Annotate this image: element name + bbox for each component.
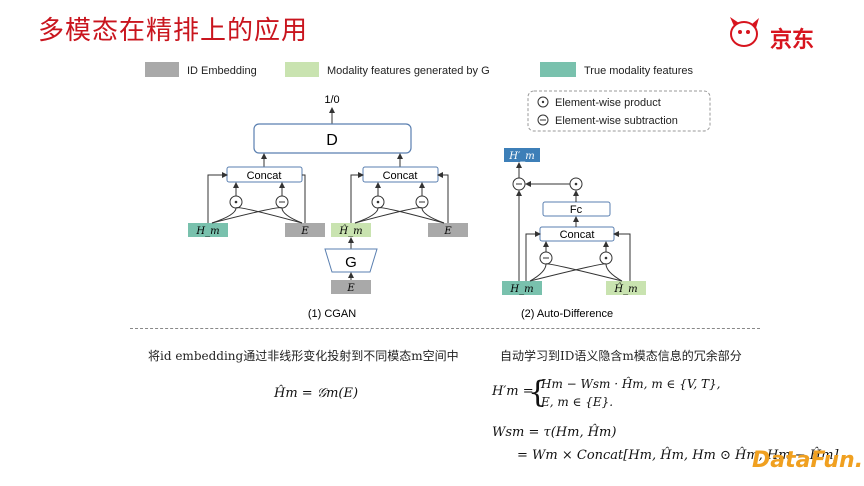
generator-label: G: [345, 254, 357, 271]
section-divider: [130, 328, 760, 329]
equation-weight-expansion: = Wm × Concat[Hm, Ĥm, Hm ⊙ Ĥm, Hm − Ĥm]: [517, 448, 839, 463]
legend-product-label: Element-wise product: [555, 97, 661, 109]
autodiff-hm-label: H_m: [509, 284, 533, 295]
cgan-hm-box: [188, 223, 228, 237]
discriminator-label: D: [326, 132, 338, 149]
discriminator-box: [253, 123, 412, 154]
autodiff-concat-label: Concat: [560, 229, 595, 241]
equation-generator: Ĥm = 𝒢m(E): [274, 386, 359, 401]
datafun-logo: DataFun.: [752, 448, 864, 473]
fc-label: Fc: [570, 204, 583, 216]
cgan-e-box-left: [285, 223, 325, 237]
cgan-e-label-left: E: [300, 226, 309, 237]
cgan-e-label-bottom: E: [346, 283, 355, 294]
autodiff-hm-box: [502, 281, 542, 295]
legend-swatch-id: [145, 62, 179, 77]
cgan-e-box-bottom: [331, 280, 371, 294]
equation-case-1: Hm − Wsm · Ĥm, m ∈ {V, T},: [541, 377, 721, 391]
equation-case-2: E, m ∈ {E}.: [541, 395, 614, 409]
generator-trapezoid: [324, 248, 378, 273]
equation-brace: {: [528, 375, 548, 410]
equation-autodiff-lhs: H′m =: [492, 384, 534, 399]
legend-swatch-generated: [285, 62, 319, 77]
autodiff-caption: (2) Auto-Difference: [521, 308, 613, 320]
legend-label-id: ID Embedding: [187, 65, 257, 77]
cgan-concat-left-label: Concat: [247, 170, 282, 182]
cgan-hmhat-label: Ĥ_m: [338, 225, 362, 237]
legend-swatch-true: [540, 62, 576, 77]
cgan-concat-right-label: Concat: [383, 170, 418, 182]
autodiff-output-box: [504, 148, 540, 162]
cgan-hm-label: H_m: [195, 226, 219, 237]
cgan-hmhat-box: [331, 223, 371, 237]
autodiff-hmhat-box: [606, 281, 646, 295]
right-caption: 自动学习到ID语义隐含m模态信息的冗余部分: [500, 349, 742, 363]
legend-label-generated: Modality features generated by G: [327, 65, 490, 77]
legend-label-true: True modality features: [584, 65, 694, 77]
legend-subtraction-label: Element-wise subtraction: [555, 115, 678, 127]
cgan-e-label-right: E: [443, 226, 452, 237]
autodiff-hmhat-label: Ĥ_m: [613, 283, 637, 295]
cgan-e-box-right: [428, 223, 468, 237]
left-caption: 将id embedding通过非线形变化投射到不同模态m空间中: [148, 349, 459, 363]
cgan-caption: (1) CGAN: [308, 308, 356, 320]
autodiff-output-label: H′_m: [508, 151, 534, 162]
page-title: 多模态在精排上的应用: [38, 16, 309, 46]
jd-dog-logo: [730, 17, 759, 47]
cgan-output-label: 1/0: [324, 94, 339, 106]
equation-weight: Wsm = τ(Hm, Ĥm): [492, 425, 617, 440]
brand-logo-text: 京东: [770, 28, 815, 53]
op-legend-box: [527, 90, 711, 132]
